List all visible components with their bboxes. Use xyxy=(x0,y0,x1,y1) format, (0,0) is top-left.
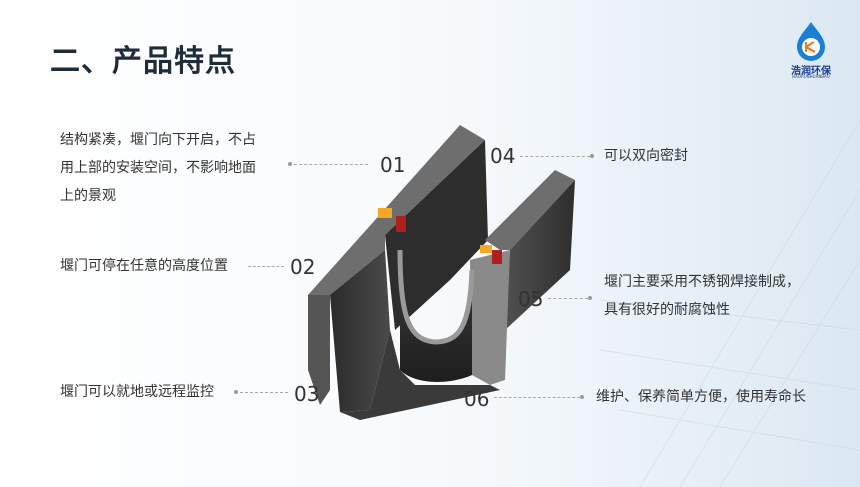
feature-01-line3: 上的景观 xyxy=(60,188,116,204)
company-logo-icon xyxy=(797,22,825,61)
feature-06-number: 06 xyxy=(464,387,490,411)
page-title: 二、产品特点 xyxy=(50,44,236,79)
feature-01-connector xyxy=(294,164,368,165)
feature-05-dot xyxy=(588,296,592,300)
feature-04-number: 04 xyxy=(490,144,516,168)
feature-05-number: 05 xyxy=(518,287,544,311)
feature-01-dot xyxy=(288,162,292,166)
feature-01-line1: 结构紧凑，堰门向下开启，不占 xyxy=(60,132,256,148)
feature-01-number: 01 xyxy=(380,153,406,177)
feature-03-number: 03 xyxy=(294,382,320,406)
feature-03-connector xyxy=(240,392,288,393)
feature-01-line2: 用上部的安装空间，不影响地面 xyxy=(60,160,256,176)
feature-06-text: 维护、保养简单方便，使用寿命长 xyxy=(596,389,806,405)
logo-name: 浩润环保 xyxy=(791,66,831,77)
feature-04-connector xyxy=(520,156,590,157)
feature-02-number: 02 xyxy=(290,255,316,279)
feature-02-text: 堰门可停在任意的高度位置 xyxy=(60,258,228,274)
feature-05-connector xyxy=(548,298,588,299)
logo-subtitle: HAORUNHUANBAO xyxy=(792,74,830,79)
feature-04-dot xyxy=(590,154,594,158)
feature-01-text: 结构紧凑，堰门向下开启，不占 用上部的安装空间，不影响地面 上的景观 xyxy=(60,126,290,210)
feature-06-dot xyxy=(580,395,584,399)
feature-05-line1: 堰门主要采用不锈钢焊接制成， xyxy=(604,274,800,290)
feature-03-dot xyxy=(234,390,238,394)
weir-gate-illustration xyxy=(308,125,575,420)
company-logo: 浩润环保 HAORUNHUANBAO xyxy=(786,20,836,80)
feature-05-line2: 具有很好的耐腐蚀性 xyxy=(604,302,730,318)
feature-05-text: 堰门主要采用不锈钢焊接制成， 具有很好的耐腐蚀性 xyxy=(604,268,844,324)
feature-06-connector xyxy=(494,397,580,398)
feature-02-connector xyxy=(248,266,284,267)
feature-04-text: 可以双向密封 xyxy=(604,148,688,164)
feature-03-text: 堰门可以就地或远程监控 xyxy=(60,384,214,400)
